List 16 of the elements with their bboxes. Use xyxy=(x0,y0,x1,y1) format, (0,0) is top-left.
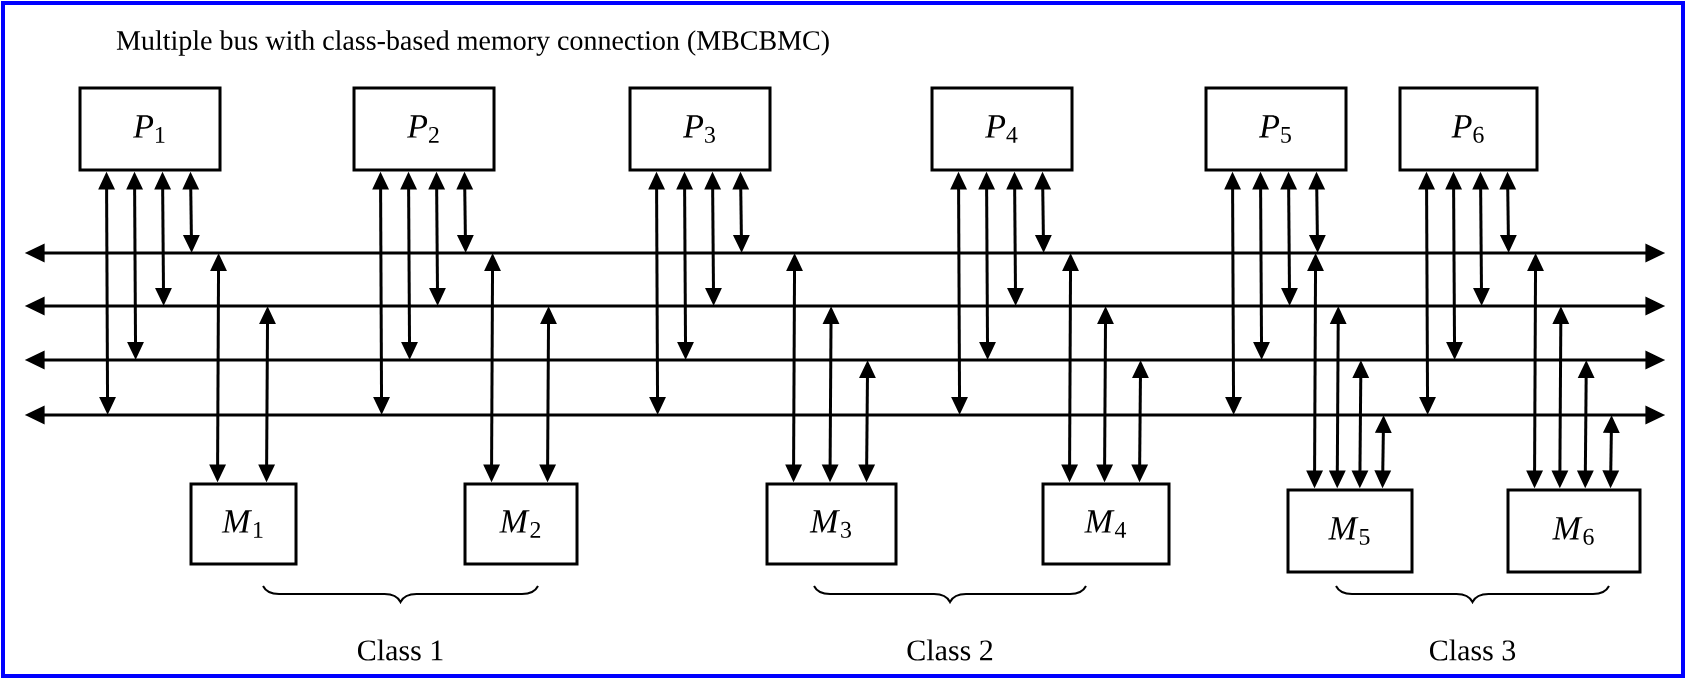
processor-box: P$_{4}$ xyxy=(930,86,1074,172)
processor-box: P$_{2}$ xyxy=(352,86,496,172)
processor-box: P$_{1}$ xyxy=(78,86,222,172)
processor-box: P$_{5}$ xyxy=(1204,86,1348,172)
memory-box: M$_{4}$ xyxy=(1041,482,1171,566)
memory-box: M$_{5}$ xyxy=(1286,488,1414,574)
memory-box: M$_{3}$ xyxy=(765,482,898,566)
class-label: Class 1 xyxy=(358,639,443,661)
memory-box: M$_{6}$ xyxy=(1506,488,1642,574)
processor-box: P$_{3}$ xyxy=(628,86,772,172)
processor-box: P$_{6}$ xyxy=(1398,86,1539,172)
class-label: Class 3 xyxy=(1430,639,1516,661)
title: Multiple bus with class-based memory connection (MBCBMC) xyxy=(116,30,829,56)
memory-box: M$_{1}$ xyxy=(189,482,298,566)
class-label: Class 2 xyxy=(907,639,993,661)
memory-box: M$_{2}$ xyxy=(463,482,579,566)
